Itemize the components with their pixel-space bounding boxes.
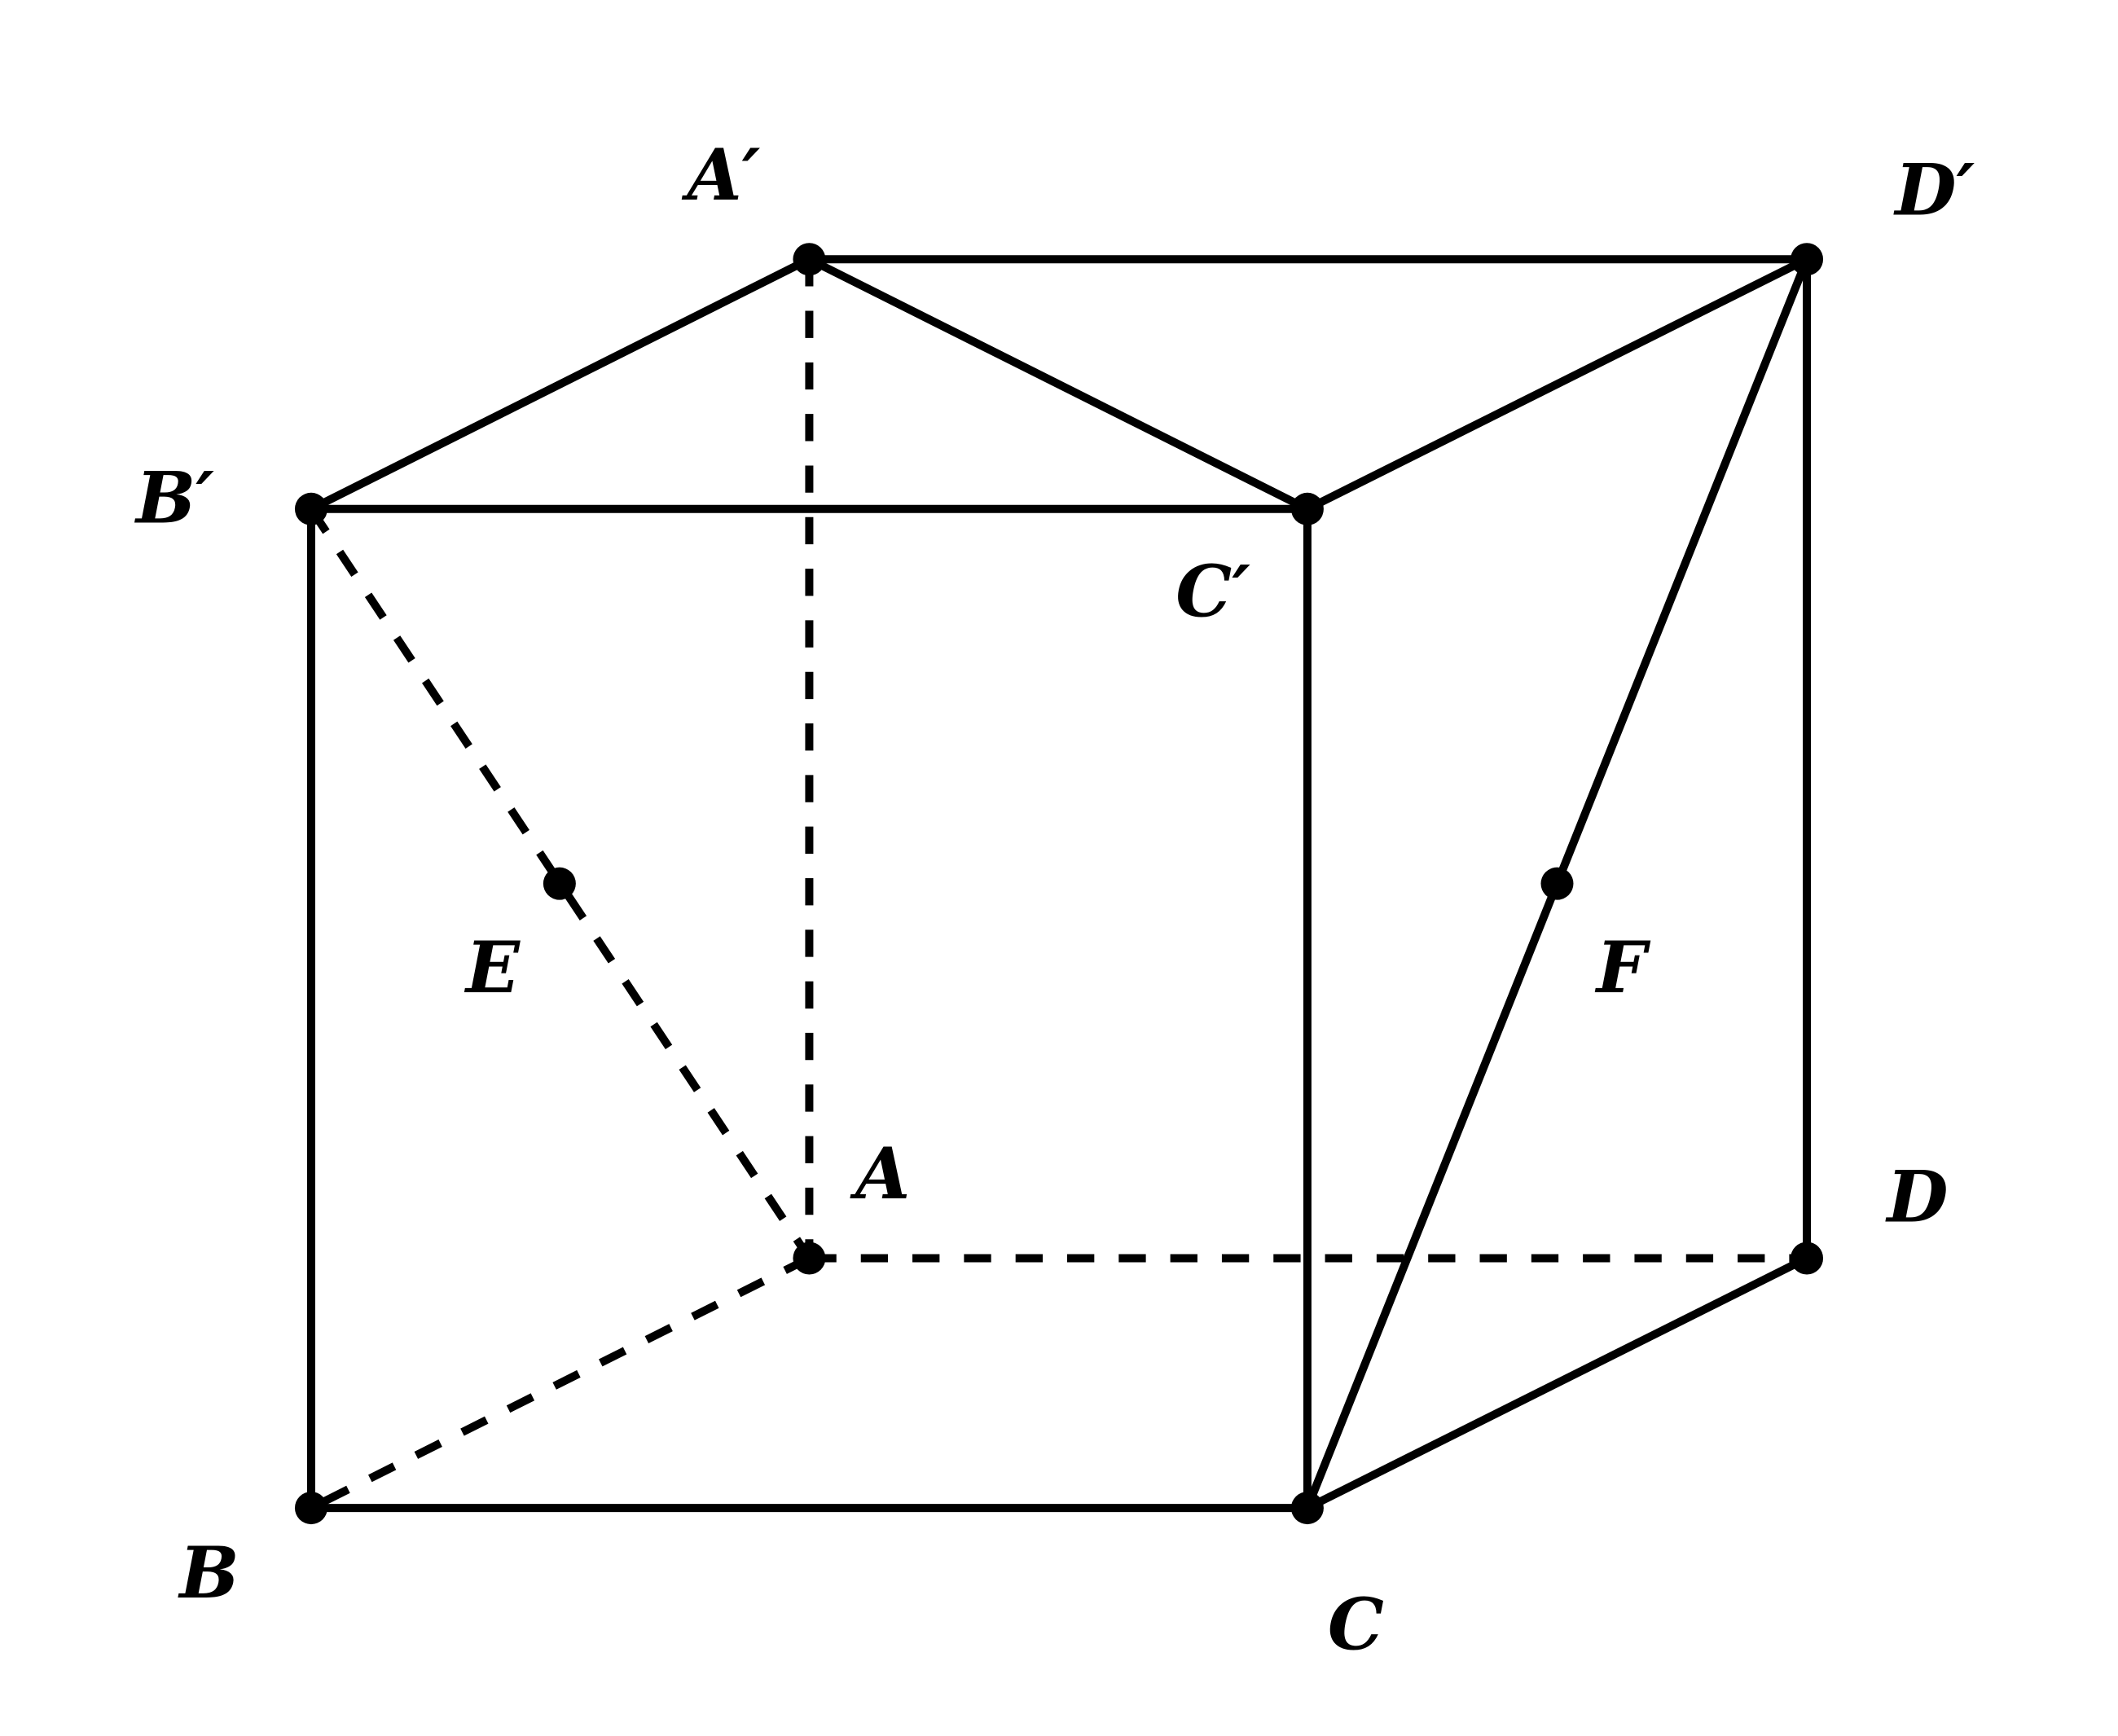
label-A: A bbox=[850, 1133, 910, 1215]
edge-CD bbox=[1305, 1255, 1809, 1512]
label-F: F bbox=[1594, 927, 1651, 1009]
label-D: D bbox=[1884, 1157, 1948, 1239]
label-Bprime: B′ bbox=[134, 457, 214, 539]
point-Aprime bbox=[793, 243, 826, 276]
label-E: E bbox=[464, 927, 521, 1009]
point-E bbox=[543, 867, 576, 900]
label-C: C bbox=[1328, 1584, 1384, 1666]
point-Cprime bbox=[1290, 492, 1324, 525]
label-B: B bbox=[177, 1532, 239, 1615]
label-Aprime: A′ bbox=[681, 134, 760, 217]
segment-AprimeCprime bbox=[807, 255, 1310, 513]
point-C bbox=[1290, 1492, 1324, 1525]
point-D bbox=[1791, 1242, 1824, 1275]
edge-AB bbox=[309, 1255, 811, 1512]
edge-AprimeBprime bbox=[309, 255, 811, 513]
label-Cprime: C′ bbox=[1175, 551, 1250, 633]
point-F bbox=[1540, 867, 1574, 900]
label-Dprime: D′ bbox=[1892, 149, 1975, 231]
point-B bbox=[294, 1492, 327, 1525]
edge-CprimeDprime bbox=[1305, 255, 1809, 513]
point-A bbox=[793, 1242, 826, 1275]
point-Dprime bbox=[1791, 243, 1824, 276]
point-Bprime bbox=[294, 492, 327, 525]
